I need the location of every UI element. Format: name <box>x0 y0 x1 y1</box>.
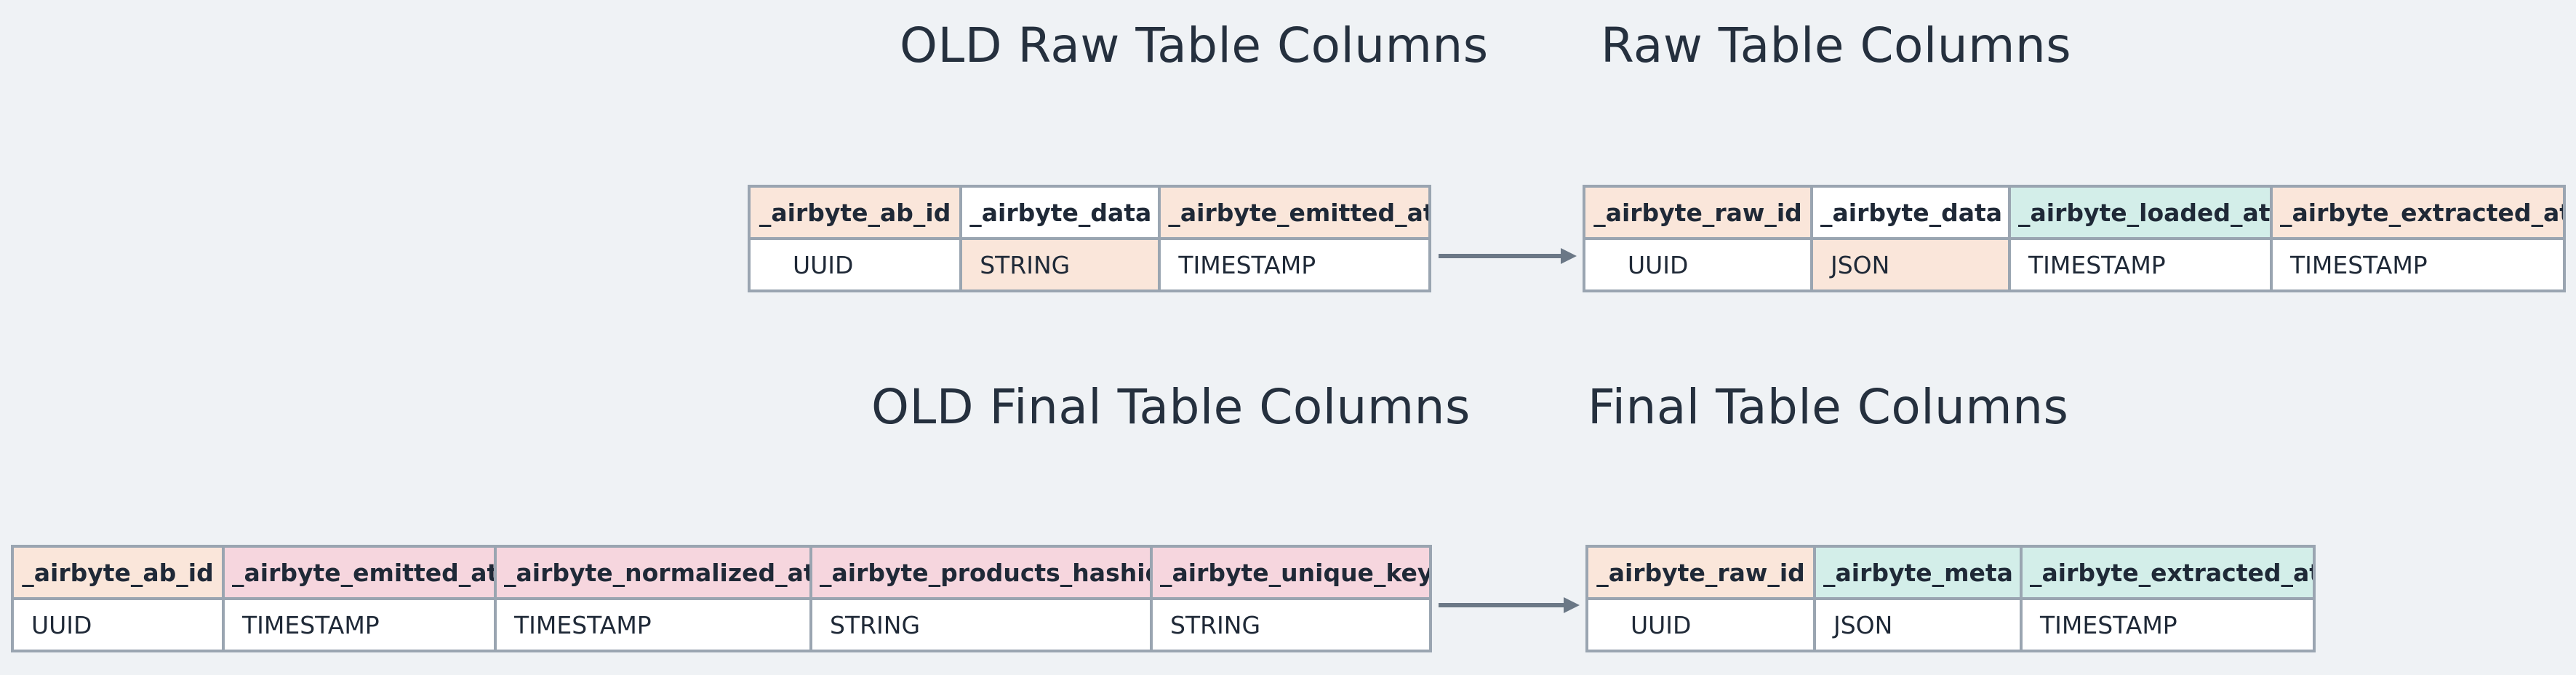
column-name-airbyte-normalized-at: _airbyte_normalized_at <box>494 545 812 600</box>
final-columns-table: _airbyte_raw_id_airbyte_meta_airbyte_ext… <box>1585 545 2316 652</box>
final-header-row: _airbyte_raw_id_airbyte_meta_airbyte_ext… <box>1585 545 2316 600</box>
column-type-airbyte-raw-id: UUID <box>1585 597 1816 652</box>
old-raw-header-row: _airbyte_ab_id_airbyte_data_airbyte_emit… <box>747 185 1431 240</box>
column-name-airbyte-loaded-at: _airbyte_loaded_at <box>2008 185 2273 240</box>
old-raw-table-title: OLD Raw Table Columns <box>900 17 1489 73</box>
old-final-header-row: _airbyte_ab_id_airbyte_emitted_at_airbyt… <box>11 545 1432 600</box>
column-name-airbyte-emitted-at: _airbyte_emitted_at <box>1158 185 1431 240</box>
column-name-airbyte-products-hashid: _airbyte_products_hashid <box>809 545 1153 600</box>
old-raw-columns-table: _airbyte_ab_id_airbyte_data_airbyte_emit… <box>747 185 1431 292</box>
old-final-columns-table: _airbyte_ab_id_airbyte_emitted_at_airbyt… <box>11 545 1432 652</box>
column-name-airbyte-extracted-at: _airbyte_extracted_at <box>2270 185 2566 240</box>
column-type-airbyte-emitted-at: TIMESTAMP <box>1158 237 1431 292</box>
column-name-airbyte-emitted-at: _airbyte_emitted_at <box>222 545 497 600</box>
column-type-airbyte-normalized-at: TIMESTAMP <box>494 597 812 652</box>
raw-columns-table: _airbyte_raw_id_airbyte_data_airbyte_loa… <box>1583 185 2566 292</box>
column-type-airbyte-unique-key: STRING <box>1150 597 1432 652</box>
raw-table-title: Raw Table Columns <box>1601 17 2072 73</box>
column-type-airbyte-data: STRING <box>959 237 1161 292</box>
column-type-airbyte-loaded-at: TIMESTAMP <box>2008 237 2273 292</box>
raw-migration-arrow-icon <box>1439 248 1577 264</box>
column-type-airbyte-raw-id: UUID <box>1583 237 1813 292</box>
column-name-airbyte-data: _airbyte_data <box>959 185 1161 240</box>
column-name-airbyte-unique-key: _airbyte_unique_key <box>1150 545 1432 600</box>
column-name-airbyte-raw-id: _airbyte_raw_id <box>1583 185 1813 240</box>
column-type-airbyte-ab-id: UUID <box>747 237 963 292</box>
column-type-airbyte-ab-id: UUID <box>11 597 225 652</box>
old-final-table-title: OLD Final Table Columns <box>871 379 1471 435</box>
column-type-airbyte-emitted-at: TIMESTAMP <box>222 597 497 652</box>
raw-header-row: _airbyte_raw_id_airbyte_data_airbyte_loa… <box>1583 185 2566 240</box>
column-name-airbyte-meta: _airbyte_meta <box>1813 545 2023 600</box>
column-type-airbyte-meta: JSON <box>1813 597 2023 652</box>
final-table-title: Final Table Columns <box>1588 379 2069 435</box>
column-name-airbyte-data: _airbyte_data <box>1810 185 2011 240</box>
column-name-airbyte-ab-id: _airbyte_ab_id <box>11 545 225 600</box>
column-name-airbyte-raw-id: _airbyte_raw_id <box>1585 545 1816 600</box>
column-type-airbyte-extracted-at: TIMESTAMP <box>2270 237 2566 292</box>
column-name-airbyte-ab-id: _airbyte_ab_id <box>747 185 963 240</box>
final-migration-arrow-icon <box>1439 597 1580 613</box>
column-type-airbyte-products-hashid: STRING <box>809 597 1153 652</box>
column-type-airbyte-data: JSON <box>1810 237 2011 292</box>
column-name-airbyte-extracted-at: _airbyte_extracted_at <box>2020 545 2316 600</box>
column-type-airbyte-extracted-at: TIMESTAMP <box>2020 597 2316 652</box>
